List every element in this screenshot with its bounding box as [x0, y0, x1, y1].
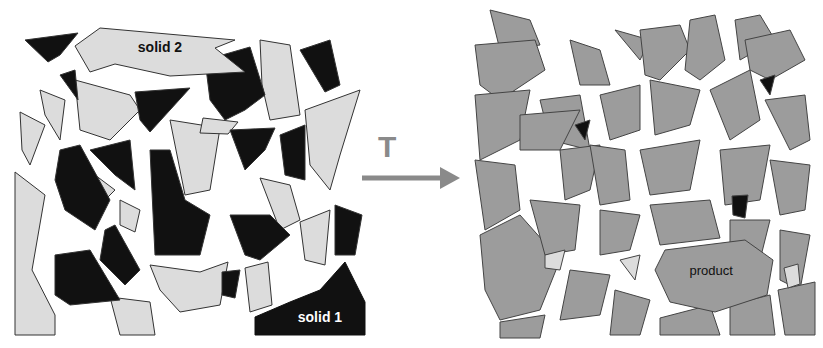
- particle-label: solid 1: [298, 310, 342, 325]
- solid-2-particle: solid 2: [75, 26, 245, 78]
- particle-label: solid 2: [138, 40, 182, 55]
- temperature-label: T: [378, 130, 396, 164]
- right-particles: [475, 10, 815, 338]
- left-particles: [15, 33, 362, 335]
- particle-label: product: [690, 264, 733, 278]
- product-particle: product: [655, 240, 780, 315]
- solid-1-particle: solid 1: [255, 262, 367, 335]
- heating-arrow: [362, 167, 460, 189]
